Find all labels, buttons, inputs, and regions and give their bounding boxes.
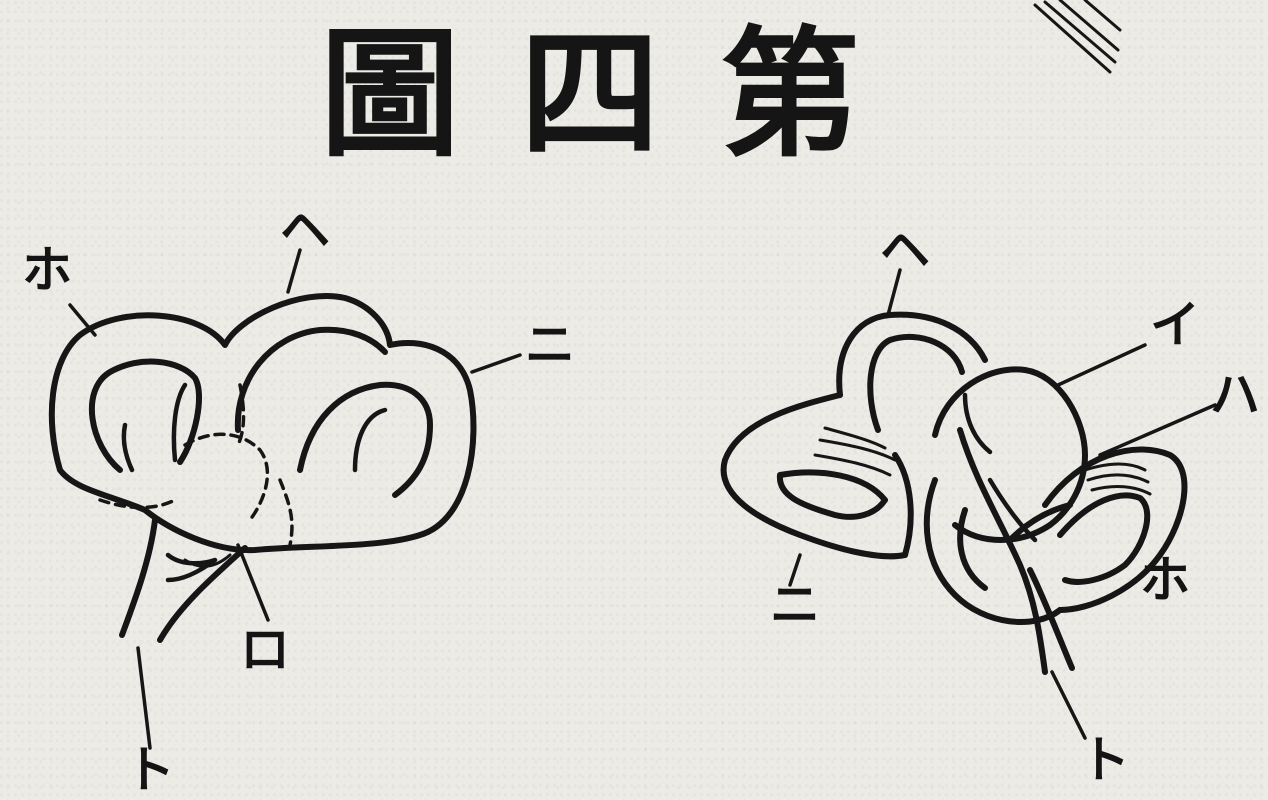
right-left-lobe [720, 392, 908, 560]
left-lateral-inner-loop [297, 381, 433, 498]
left-nerve-stem [119, 517, 158, 638]
right-figure-leaders [788, 268, 1217, 740]
right-labyrinth-drawing [720, 311, 1188, 675]
left-label-ro: ロ [240, 621, 290, 679]
left-superior-inner-loop [234, 326, 388, 433]
left-posterior-inner-loop [88, 358, 203, 473]
right-lateral-canal [923, 477, 1063, 625]
right-nerve-stem [957, 427, 1048, 675]
title-char-3: 圖 [320, 13, 461, 177]
right-superior-canal [836, 311, 988, 398]
left-label-he: ヘ [280, 201, 330, 259]
title-char-1: 第 [719, 13, 860, 177]
left-label-ho: ホ [22, 241, 72, 299]
left-label-to: ト [125, 741, 175, 799]
right-label-ha: ハ [1210, 366, 1260, 424]
corner-hatch-mark [1033, 0, 1122, 74]
figure-title: 第 四 圖 [320, 10, 860, 180]
right-central-sac [932, 366, 1088, 543]
title-char-2: 四 [520, 13, 661, 177]
right-label-to: ト [1080, 731, 1130, 789]
right-label-ni: ニ [770, 576, 820, 634]
left-outer-outline [48, 293, 477, 554]
left-label-ni: ニ [525, 316, 575, 374]
left-labyrinth-drawing [48, 293, 477, 643]
right-label-he: ヘ [880, 221, 930, 279]
left-figure-leaders [68, 248, 522, 750]
right-label-ho: ホ [1140, 551, 1190, 609]
right-label-i: イ [1150, 296, 1200, 354]
